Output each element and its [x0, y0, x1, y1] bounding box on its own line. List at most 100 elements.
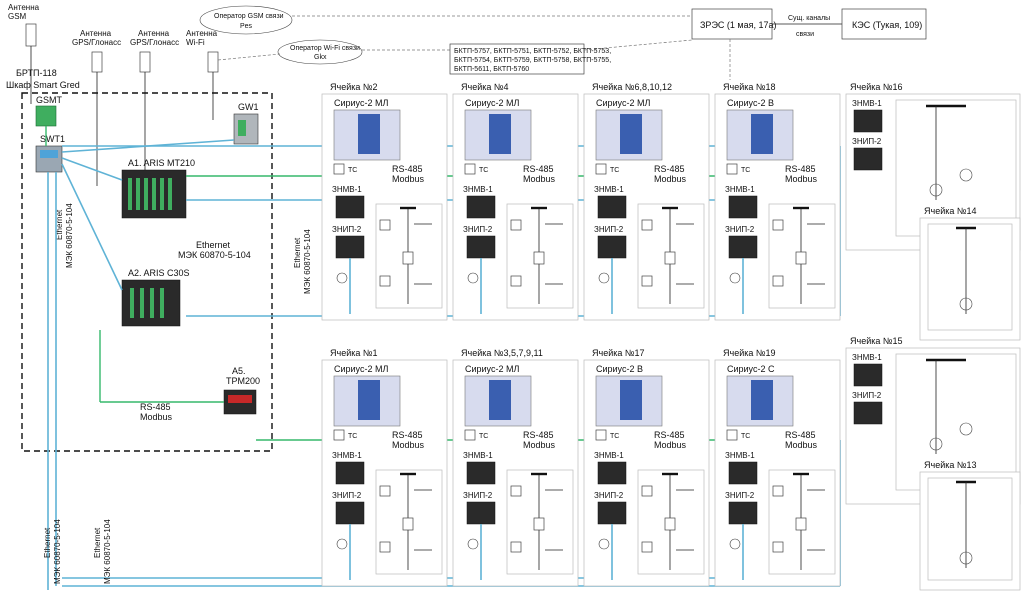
gw1-label: GW1 — [238, 102, 259, 112]
cabinet-eth-v2: МЭК 60870-5-104 — [65, 203, 74, 268]
antenna-gps2-label-2: GPS/Глонасс — [130, 38, 179, 47]
antenna-gsm-label-2: GSM — [8, 12, 27, 21]
znmv1-label: ЗНМВ-1 — [725, 451, 755, 460]
znip2-meter-icon — [597, 501, 627, 525]
right-cell-label: Ячейка №16 — [850, 82, 903, 92]
znip2-label: ЗНИП-2 — [852, 137, 882, 146]
cloud-wifi-label-1: Оператор Wi-Fi связи — [290, 45, 360, 52]
a1-label: A1. ARIS MT210 — [128, 158, 195, 168]
bottom-eth-v4: МЭК 60870-5-104 — [103, 519, 112, 584]
cell-rs485-1: RS-485 — [392, 430, 423, 440]
tc-label: ТС — [479, 433, 488, 440]
cell-rs485-1: RS-485 — [523, 430, 554, 440]
btp-list-line-3: БКТП-5611, БКТП-5760 — [454, 66, 529, 73]
znip2-label: ЗНИП-2 — [463, 491, 493, 500]
relay-port-icon — [333, 163, 345, 175]
znmv1-meter-icon — [335, 461, 365, 485]
antenna-gps1-label-2: GPS/Глонасс — [72, 38, 121, 47]
btp-list-box — [449, 43, 585, 75]
breaker-icon — [664, 517, 676, 531]
bottom-eth-v1: Ethernet — [43, 527, 52, 558]
antenna-gps1-label-1: Антенна — [80, 29, 112, 38]
znmv1-meter-icon — [853, 109, 883, 133]
top-area: Антенна GSM Антенна GPS/Глонасс Антенна … — [8, 3, 927, 186]
cell-rs485-1: RS-485 — [785, 430, 816, 440]
cell-rs485-2: Modbus — [392, 174, 425, 184]
cabinet-border — [21, 92, 273, 452]
cabinet-eth-2: МЭК 60870-5-104 — [178, 250, 251, 260]
bottom-eth-v3: Ethernet — [93, 527, 102, 558]
relay-port-icon — [464, 429, 476, 441]
bus-eth-v2: МЭК 60870-5-104 — [303, 229, 312, 294]
sensor-icon — [467, 272, 479, 284]
cell-rs485-2: Modbus — [392, 440, 425, 450]
relay-port-icon — [726, 429, 738, 441]
znip2-label: ЗНИП-2 — [594, 225, 624, 234]
right-cell-label: Ячейка №14 — [924, 206, 977, 216]
gsmt-modem-icon — [35, 105, 57, 127]
breaker-icon — [533, 251, 545, 265]
a5-label-2: TPM200 — [226, 376, 260, 386]
znip2-meter-icon — [335, 501, 365, 525]
relay-label: Сириус-2 В — [596, 364, 643, 374]
cell-label: Ячейка №18 — [723, 82, 776, 92]
antenna-gsm-label-1: Антенна — [8, 3, 40, 12]
btp-list-line-2: БКТП-5754, БКТП-5759, БКТП-5758, БКТП-57… — [454, 57, 611, 64]
cloud-wifi-icon — [277, 39, 363, 65]
znmv1-label: ЗНМВ-1 — [463, 185, 493, 194]
znip2-label: ЗНИП-2 — [332, 225, 362, 234]
cabinet-rs485-2: Modbus — [140, 412, 173, 422]
rec-box — [691, 8, 773, 40]
cloud-gsm-label-2: Pes — [240, 23, 253, 30]
swt1-label: SWT1 — [40, 134, 65, 144]
right-cell-label: Ячейка №13 — [924, 460, 977, 470]
transformer-icon — [959, 551, 973, 565]
cell-rs485-2: Modbus — [785, 440, 818, 450]
antenna-gps2-icon — [139, 51, 151, 73]
znip2-label: ЗНИП-2 — [594, 491, 624, 500]
znip2-meter-icon — [335, 235, 365, 259]
btp-label: БРТП-118 — [16, 68, 57, 78]
cell-rs485-1: RS-485 — [654, 164, 685, 174]
cell-rs485-2: Modbus — [654, 440, 687, 450]
sensor-icon — [598, 538, 610, 550]
transformer-icon — [929, 183, 943, 197]
znmv1-meter-icon — [853, 363, 883, 387]
kes-label: КЭС (Тукая, 109) — [852, 20, 922, 30]
znip2-label: ЗНИП-2 — [725, 225, 755, 234]
znip2-meter-icon — [728, 235, 758, 259]
sensor-icon — [729, 272, 741, 284]
cell-rs485-2: Modbus — [523, 174, 556, 184]
relay-port-icon — [464, 163, 476, 175]
znip2-meter-icon — [466, 235, 496, 259]
relay-label: Сириус-2 МЛ — [465, 98, 519, 108]
breaker-icon — [664, 251, 676, 265]
tc-label: ТС — [348, 167, 357, 174]
cell-rs485-2: Modbus — [785, 174, 818, 184]
right-schematic — [895, 99, 1017, 237]
tc-label: ТС — [610, 433, 619, 440]
znmv1-label: ЗНМВ-1 — [463, 451, 493, 460]
cloud-gsm-icon — [199, 5, 293, 35]
znip2-label: ЗНИП-2 — [852, 391, 882, 400]
znmv1-label: ЗНМВ-1 — [852, 353, 882, 362]
antenna-wifi-label-1: Антенна — [186, 29, 218, 38]
cloud-wifi-label-2: Gkx — [314, 54, 327, 61]
cell-label: Ячейка №3,5,7,9,11 — [461, 348, 543, 358]
cell-label: Ячейка №6,8,10,12 — [592, 82, 672, 92]
sensor-icon — [336, 272, 348, 284]
relay-port-icon — [333, 429, 345, 441]
channels-label-1: Сущ. каналы — [788, 15, 830, 22]
breaker-icon — [795, 517, 807, 531]
cabinet-rs485-1: RS-485 — [140, 402, 171, 412]
right-schematic — [927, 477, 1013, 581]
transformer-icon — [929, 437, 943, 451]
antenna-wifi-label-2: Wi-Fi — [186, 38, 205, 47]
